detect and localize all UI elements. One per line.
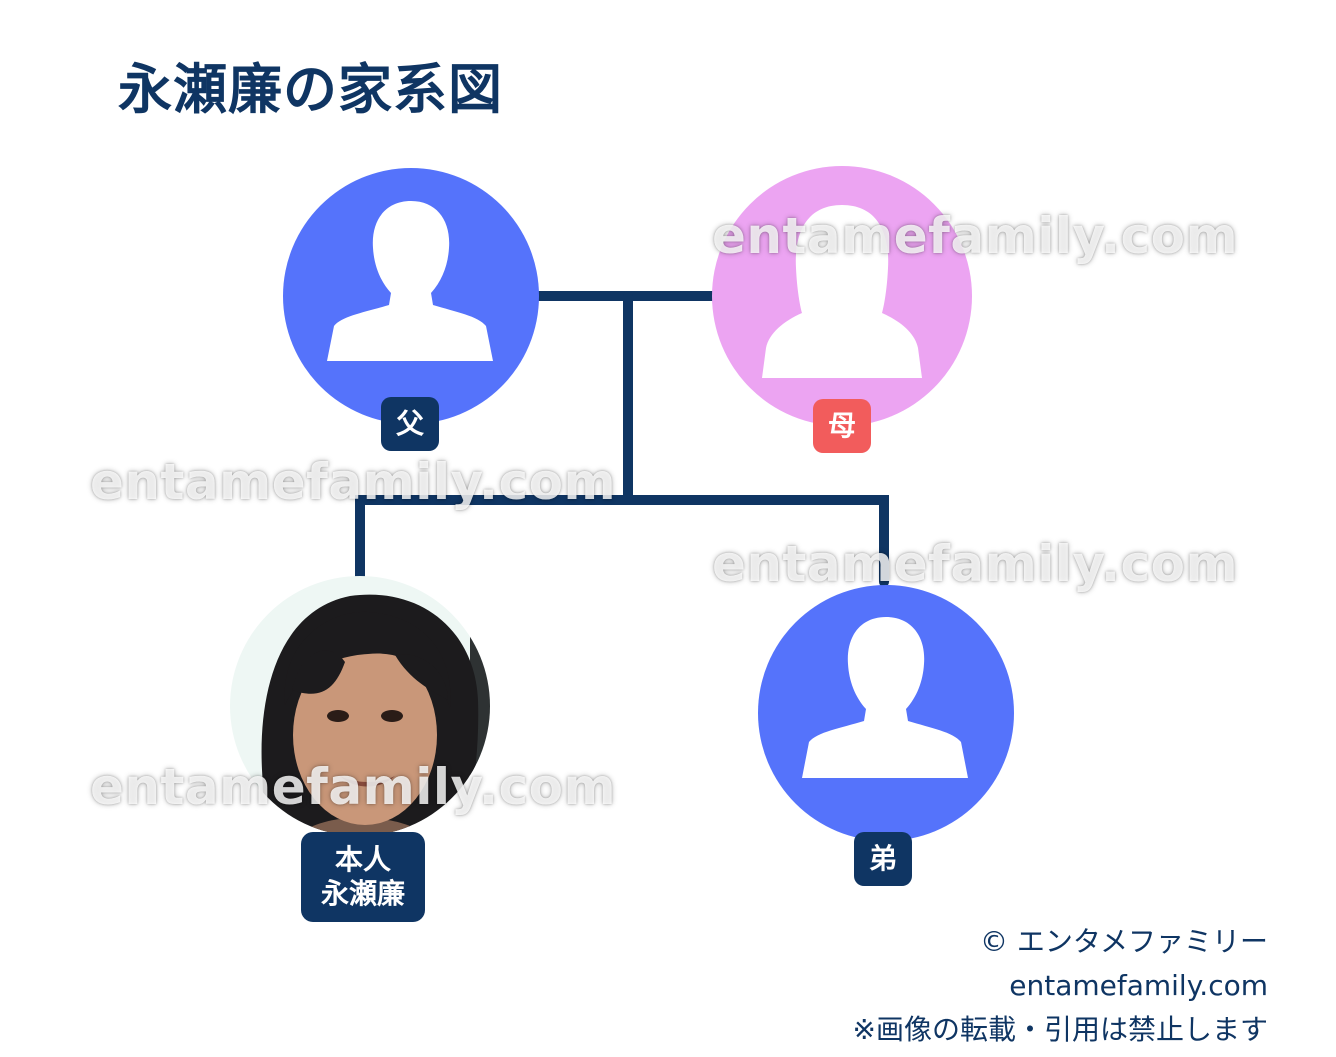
brother-node [758, 585, 1014, 841]
self-label: 本人 永瀬廉 [301, 832, 425, 922]
tree-connectors [355, 291, 889, 587]
brother-label-text: 弟 [868, 842, 897, 876]
mother-node [712, 166, 972, 426]
self-portrait-photo [261, 576, 490, 836]
credits-block: © エンタメファミリー entamefamily.com ※画像の転載・引用は禁… [853, 920, 1268, 1052]
male-silhouette-icon [327, 201, 493, 361]
brother-label: 弟 [854, 832, 912, 886]
father-node [283, 168, 539, 424]
mother-label-text: 母 [827, 409, 856, 443]
copyright-text: © エンタメファミリー [979, 925, 1268, 958]
father-label-text: 父 [395, 407, 424, 441]
mother-label: 母 [813, 399, 871, 453]
site-url-text: entamefamily.com [1009, 969, 1268, 1002]
self-label-name: 永瀬廉 [320, 877, 405, 910]
children-branch-line [355, 495, 889, 587]
page-title: 永瀬廉の家系図 [118, 58, 503, 121]
self-node [230, 576, 490, 836]
male-silhouette-icon [802, 617, 968, 778]
self-label-relation: 本人 [334, 843, 391, 877]
usage-notice-text: ※画像の転載・引用は禁止します [852, 1013, 1268, 1046]
father-label: 父 [381, 397, 439, 451]
female-silhouette-icon [762, 205, 922, 378]
